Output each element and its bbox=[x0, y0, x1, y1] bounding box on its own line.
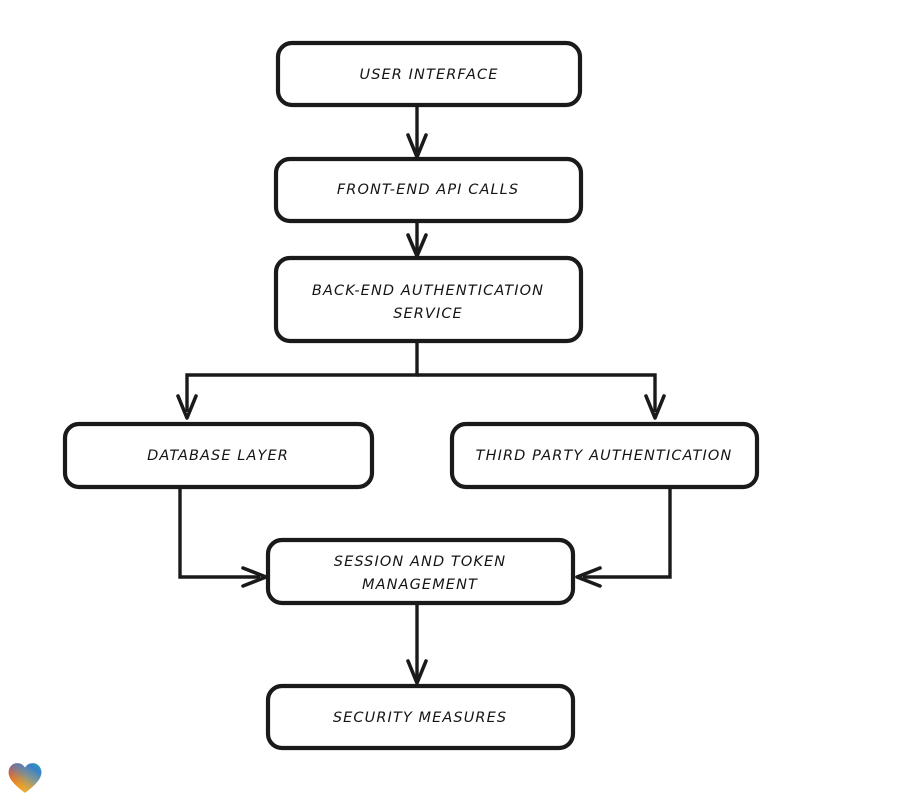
node-box-database-layer[interactable] bbox=[62, 421, 375, 490]
node-database-layer[interactable]: DATABASE LAYER bbox=[62, 421, 375, 490]
node-box-security-measures[interactable] bbox=[265, 683, 576, 751]
node-label-session-and-token-management-line2: MANAGEMENT bbox=[362, 577, 478, 593]
node-front-end-api-calls[interactable]: FRONT-END API CALLS bbox=[273, 156, 584, 224]
heart-icon-shape bbox=[8, 763, 42, 793]
node-session-and-token-management[interactable]: SESSION AND TOKEN MANAGEMENT bbox=[265, 537, 576, 606]
node-box-user-interface[interactable] bbox=[275, 40, 583, 108]
node-back-end-authentication-service[interactable]: BACK-END AUTHENTICATION SERVICE bbox=[273, 255, 584, 344]
node-label-user-interface: USER INTERFACE bbox=[360, 67, 499, 83]
node-label-security-measures: SECURITY MEASURES bbox=[333, 710, 507, 726]
node-third-party-authentication[interactable]: THIRD PARTY AUTHENTICATION bbox=[449, 421, 760, 490]
node-box-third-party-authentication[interactable] bbox=[449, 421, 760, 490]
edge-session-to-security bbox=[406, 603, 428, 685]
edge-database-to-session bbox=[178, 487, 268, 588]
node-box-session-and-token-management[interactable] bbox=[265, 537, 576, 606]
node-label-third-party-authentication: THIRD PARTY AUTHENTICATION bbox=[476, 448, 733, 464]
node-box-back-end-authentication-service[interactable] bbox=[273, 255, 584, 344]
node-label-back-end-authentication-service-line2: SERVICE bbox=[393, 306, 463, 322]
edge-backend-to-database bbox=[176, 341, 419, 420]
node-label-front-end-api-calls: FRONT-END API CALLS bbox=[337, 182, 519, 198]
node-label-back-end-authentication-service-line1: BACK-END AUTHENTICATION bbox=[312, 283, 544, 299]
node-label-database-layer: DATABASE LAYER bbox=[147, 448, 289, 464]
edge-api-to-backend bbox=[406, 221, 428, 258]
node-security-measures[interactable]: SECURITY MEASURES bbox=[265, 683, 576, 751]
edge-thirdparty-to-session bbox=[575, 487, 672, 588]
node-label-session-and-token-management-line1: SESSION AND TOKEN bbox=[334, 554, 506, 570]
node-user-interface[interactable]: USER INTERFACE bbox=[275, 40, 583, 108]
edge-ui-to-api bbox=[406, 105, 428, 159]
node-box-front-end-api-calls[interactable] bbox=[273, 156, 584, 224]
edge-backend-to-thirdparty bbox=[417, 373, 666, 420]
heart-icon bbox=[8, 763, 42, 793]
